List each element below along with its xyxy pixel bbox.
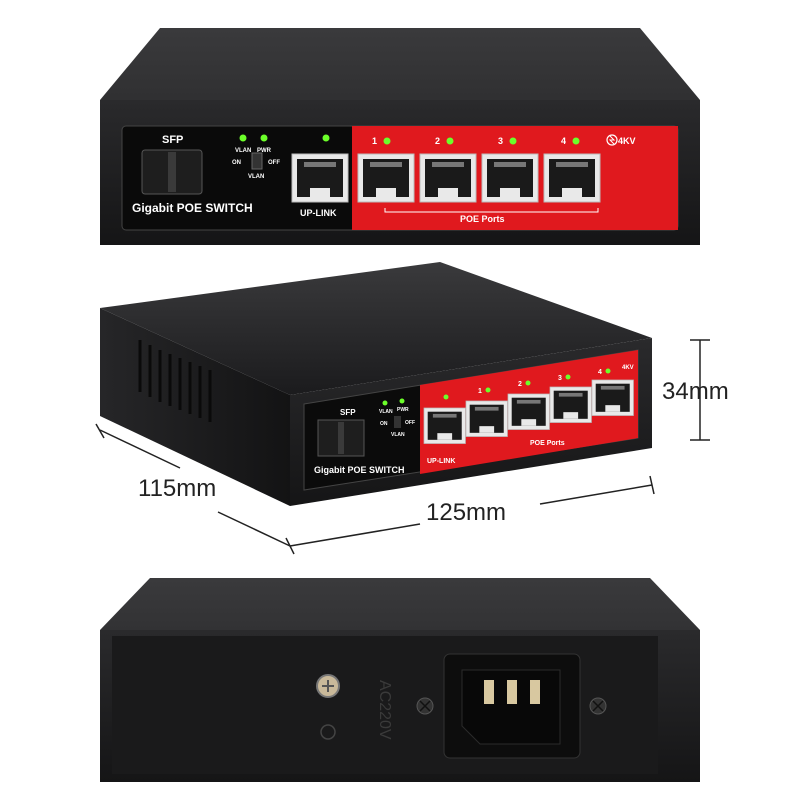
poe-ports-label-small: POE Ports: [530, 440, 565, 447]
port-led-4: [572, 137, 580, 145]
port-number-1: 1: [372, 136, 377, 146]
poe-port-2[interactable]: [419, 153, 477, 203]
port-number-small-3: 3: [558, 375, 562, 382]
vlan-label-small: VLAN: [379, 409, 393, 415]
port-led-3: [509, 137, 517, 145]
width-dimension: 125mm: [426, 499, 506, 526]
vlan-switch-label: VLAN: [248, 174, 264, 180]
vlan-label: VLAN: [235, 148, 251, 154]
port-number-small-2: 2: [518, 381, 522, 388]
port-led-1: [383, 137, 391, 145]
port-number-2: 2: [435, 136, 440, 146]
on-label: ON: [232, 160, 241, 166]
vlan-led: [239, 134, 247, 142]
kv-label-small: 4KV: [622, 365, 634, 371]
pwr-label: PWR: [257, 148, 272, 154]
brand-label: Gigabit POE SWITCH: [132, 201, 253, 215]
port-number-3: 3: [498, 136, 503, 146]
pwr-label-small: PWR: [397, 407, 409, 413]
brand-label-small: Gigabit POE SWITCH: [314, 465, 405, 475]
off-label: OFF: [268, 160, 280, 166]
poe-port-4[interactable]: [543, 153, 601, 203]
vlan-switch-label-small: VLAN: [391, 432, 405, 438]
height-dimension: 34mm: [662, 378, 729, 405]
pwr-led: [260, 134, 268, 142]
socket-pin-left: [484, 680, 494, 704]
port-number-small-4: 4: [598, 369, 602, 376]
voltage-label: AC220V: [376, 680, 393, 740]
sfp-label: SFP: [162, 134, 183, 146]
rear-view: AC220V: [100, 578, 700, 782]
off-label-small: OFF: [405, 420, 415, 426]
poe-port-1[interactable]: [357, 153, 415, 203]
front-view: SFP Gigabit POE SWITCH VLAN PWR ON OFF V…: [100, 28, 700, 245]
uplink-port[interactable]: [291, 153, 349, 203]
poe-ports-label: POE Ports: [460, 214, 505, 224]
on-label-small: ON: [380, 421, 388, 427]
depth-dimension: 115mm: [138, 475, 216, 502]
perspective-view: SFP Gigabit POE SWITCH VLAN PWR ON OFF V…: [100, 262, 652, 506]
dimension-lines: [95, 339, 710, 555]
port-led-2: [446, 137, 454, 145]
vlan-switch[interactable]: [251, 152, 263, 170]
port-number-4: 4: [561, 136, 566, 146]
socket-pin-right: [530, 680, 540, 704]
uplink-label-small: UP-LINK: [427, 458, 455, 465]
poe-port-3[interactable]: [481, 153, 539, 203]
uplink-led: [322, 134, 330, 142]
socket-pin-center: [507, 680, 517, 704]
surge-icon: [606, 134, 618, 146]
sfp-label-small: SFP: [340, 408, 356, 417]
kv-label: 4KV: [618, 136, 636, 146]
ground-icon: [320, 724, 336, 740]
port-number-small-1: 1: [478, 388, 482, 395]
uplink-label: UP-LINK: [300, 208, 337, 218]
